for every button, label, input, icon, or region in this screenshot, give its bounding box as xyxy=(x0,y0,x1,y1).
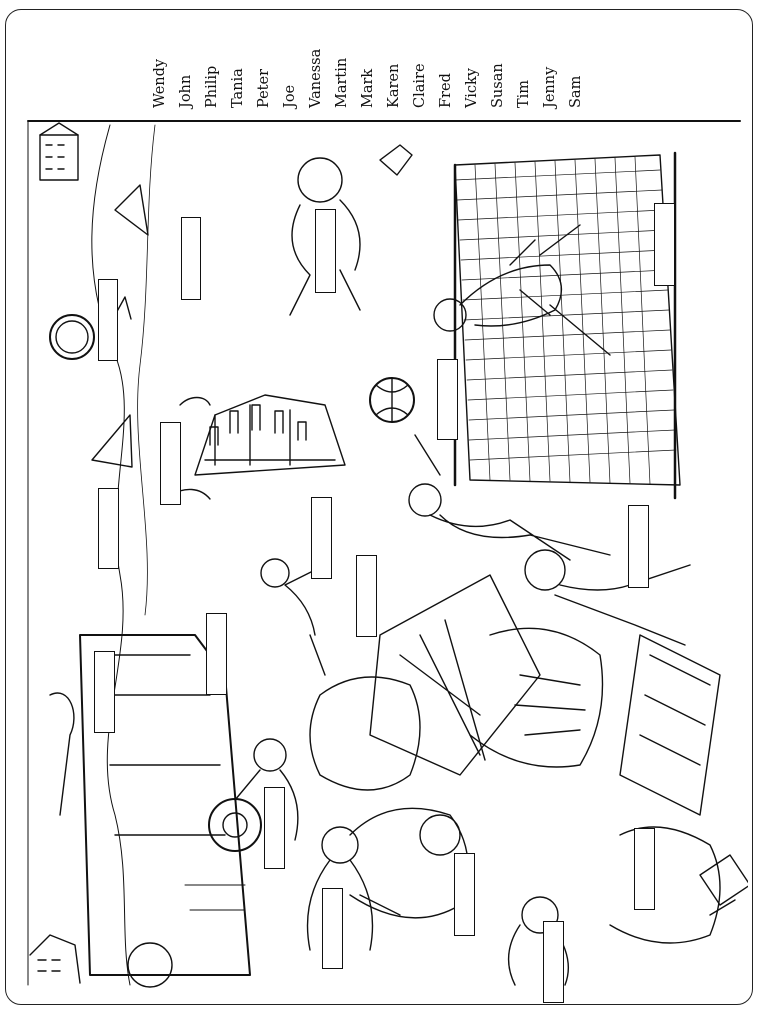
answer-box[interactable] xyxy=(311,497,332,579)
name-item: Peter xyxy=(256,68,272,108)
answer-box[interactable] xyxy=(181,217,201,300)
beach-ball-drawing xyxy=(369,377,415,423)
name-item: Joe xyxy=(282,84,298,108)
name-item: Vanessa xyxy=(308,48,324,108)
name-item: Mark xyxy=(360,68,376,108)
answer-box[interactable] xyxy=(634,828,655,910)
name-item: Karen xyxy=(386,63,402,108)
rolling-hills-and-buildings xyxy=(29,122,81,984)
answer-box[interactable] xyxy=(543,921,564,1003)
ice-cream-van-drawing xyxy=(49,634,262,988)
sailboat-drawing xyxy=(91,184,149,468)
people-foreground-drawing xyxy=(234,738,569,986)
answer-box[interactable] xyxy=(98,488,119,569)
name-item: Jenny xyxy=(542,66,558,108)
deckchair-drawing xyxy=(609,634,748,944)
answer-box[interactable] xyxy=(160,422,181,505)
sun-drawing xyxy=(49,314,95,360)
name-item: Martin xyxy=(334,57,350,108)
name-item: Fred xyxy=(438,73,454,108)
name-item: Philip xyxy=(204,65,220,108)
answer-box[interactable] xyxy=(322,888,343,969)
sandcastle-drawing xyxy=(169,394,346,500)
name-item: Tania xyxy=(230,68,246,108)
players-drawing xyxy=(260,144,691,676)
answer-box[interactable] xyxy=(315,209,336,293)
answer-box[interactable] xyxy=(94,651,115,733)
name-item: Tim xyxy=(516,79,532,108)
answer-box[interactable] xyxy=(454,853,475,936)
name-item: Sam xyxy=(568,75,584,108)
name-item: Claire xyxy=(412,63,428,108)
answer-box[interactable] xyxy=(264,787,285,869)
name-item: John xyxy=(178,74,194,108)
answer-box[interactable] xyxy=(356,555,377,637)
name-item: Wendy xyxy=(152,58,168,108)
answer-box[interactable] xyxy=(628,505,649,588)
name-item: Susan xyxy=(490,63,506,108)
answer-box[interactable] xyxy=(437,359,458,440)
answer-box[interactable] xyxy=(98,279,118,361)
answer-box xyxy=(630,920,631,921)
name-item: Vicky xyxy=(464,68,480,108)
answer-box[interactable] xyxy=(654,203,675,286)
name-list: Wendy John Philip Tania Peter Joe Vaness… xyxy=(150,48,590,108)
answer-box[interactable] xyxy=(206,613,227,695)
